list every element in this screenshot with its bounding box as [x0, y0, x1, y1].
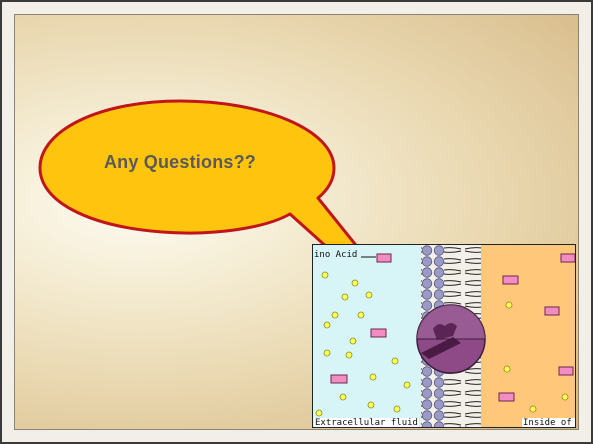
extracellular-region	[313, 245, 421, 428]
extracellular-fluid-label: Extracellular fluid	[314, 418, 419, 428]
callout-text: Any Questions??	[52, 152, 308, 173]
amino-acid-label: ino Acid	[313, 250, 358, 261]
membrane-transport-diagram: ino Acid Extracellular fluid Inside of C…	[312, 244, 576, 428]
membrane-illustration	[313, 245, 576, 428]
inside-of-cell-label: Inside of Cell	[522, 418, 576, 428]
carrier-protein	[417, 305, 485, 373]
cell-interior-region	[481, 245, 576, 428]
